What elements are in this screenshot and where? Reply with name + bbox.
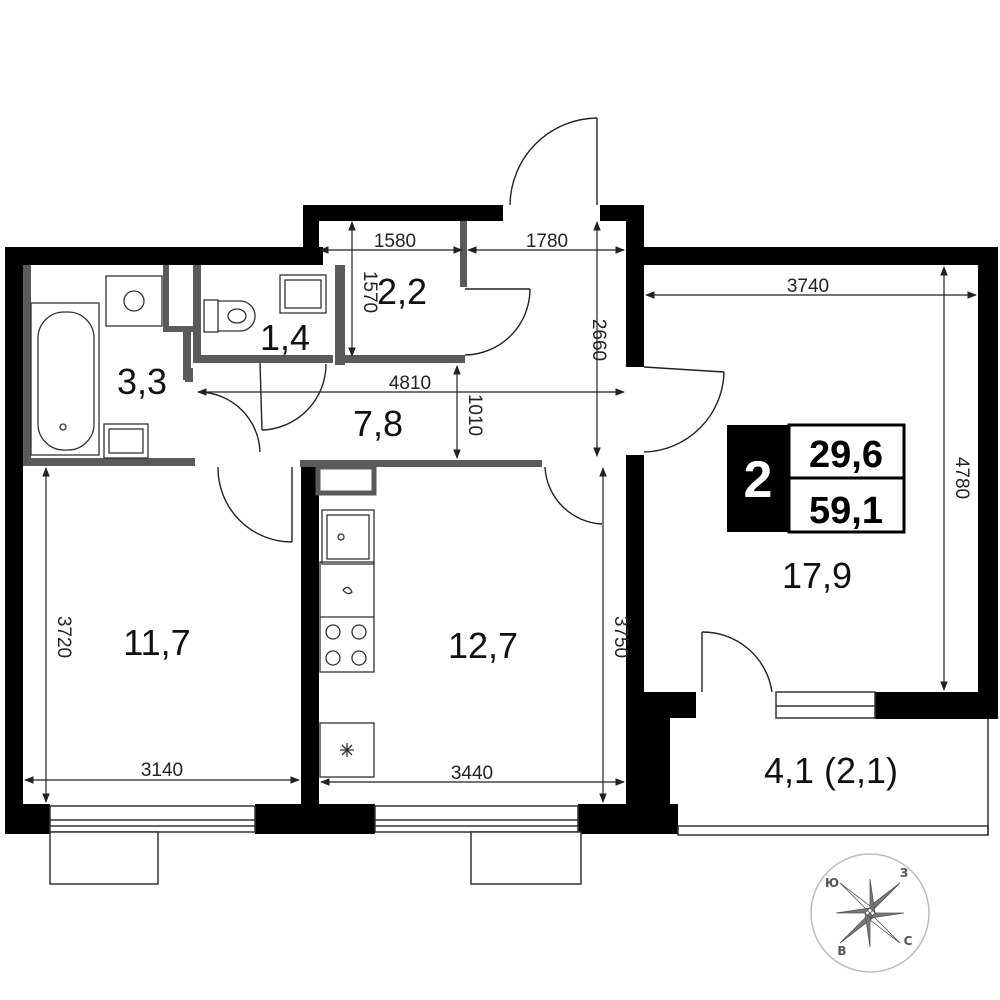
compass-label-ne: З	[900, 866, 909, 880]
area-bedroom-left: 11,7	[123, 622, 190, 663]
area-hallway: 7,8	[353, 403, 403, 444]
exterior-walls	[5, 205, 998, 834]
kitchen-sink	[321, 509, 375, 565]
compass-label-nw: Ю	[825, 876, 839, 890]
dim-room-right-width: 3740	[787, 276, 829, 297]
compass-label-se: С	[904, 934, 913, 948]
dim-room-left-depth: 3720	[53, 616, 74, 658]
dim-corridor-width: 1780	[526, 231, 568, 252]
dimension-lines	[24, 221, 977, 803]
dim-kitchen-width: 3440	[451, 763, 493, 784]
dim-room-left-width: 3140	[141, 760, 183, 781]
dimension-labels: 1580 1570 1780 2660 4810 1010 3740 4780 …	[53, 231, 972, 784]
compass-icon: З Ю В С	[810, 853, 930, 973]
area-bathroom: 3,3	[117, 361, 167, 402]
compass-label-sw: В	[837, 944, 846, 958]
area-toilet: 1,4	[260, 317, 310, 358]
area-kitchen: 12,7	[448, 625, 518, 666]
area-badge: 2 29,6 59,1	[727, 423, 906, 534]
area-storage: 2,2	[377, 271, 427, 312]
dim-room-right-depth: 4780	[951, 457, 972, 499]
dim-corridor-length: 2660	[588, 319, 609, 361]
area-balcony: 4,1 (2,1)	[764, 750, 898, 791]
bathtub	[30, 302, 100, 456]
bath-sink	[103, 423, 149, 459]
rooms-count: 2	[744, 451, 773, 509]
fridge	[319, 722, 375, 778]
living-area: 29,6	[809, 434, 883, 476]
dim-kitchen-depth: 3750	[610, 616, 631, 658]
area-bedroom-right: 17,9	[782, 555, 852, 596]
total-area: 59,1	[809, 490, 883, 532]
doors	[199, 117, 773, 693]
washing-machine	[105, 275, 163, 327]
interior-walls	[23, 221, 542, 496]
toilet	[203, 299, 219, 333]
toilet-sink	[279, 274, 327, 314]
room-labels: 3,3 1,4 2,2 7,8 11,7 12,7 17,9 4,1 (2,1)	[117, 271, 898, 791]
dim-hall-depth: 1010	[464, 394, 485, 436]
dim-storage-depth: 1570	[359, 271, 380, 313]
windows	[49, 691, 989, 885]
fixtures	[30, 274, 375, 778]
dim-hall-length: 4810	[389, 373, 431, 394]
dim-storage-width: 1580	[374, 231, 416, 252]
